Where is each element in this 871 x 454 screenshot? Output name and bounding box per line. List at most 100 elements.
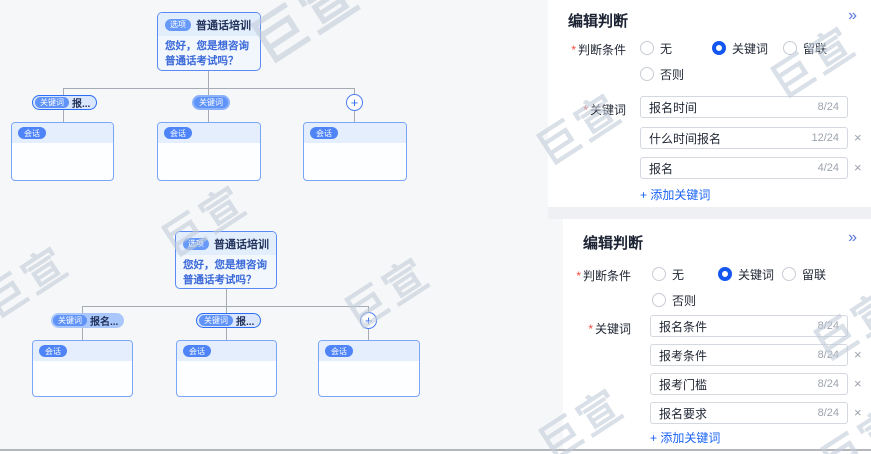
- condition-field-label: *判断条件: [571, 43, 626, 57]
- flow2-root-node[interactable]: 选项 普通话培训 您好，您是想咨询普通话考试吗？: [175, 231, 277, 289]
- keyword-input[interactable]: 报名 4/24: [640, 157, 848, 179]
- flow1-add-branch-button[interactable]: +: [346, 94, 363, 111]
- flow1-branch2-pill[interactable]: 关键词: [192, 95, 230, 110]
- connector: [82, 306, 368, 307]
- panel-gap: [548, 207, 871, 219]
- flow2-session-card[interactable]: 会话: [32, 340, 133, 397]
- card-header: 会话: [319, 341, 419, 361]
- flow2-branch2-pill[interactable]: 关键词 报...: [196, 313, 262, 328]
- card-header: 会话: [33, 341, 132, 361]
- char-counter: 12/24: [811, 132, 839, 144]
- flow1-branch1-pill[interactable]: 关键词 报...: [32, 95, 98, 110]
- char-counter: 8/24: [817, 407, 839, 419]
- radio-option-keyword[interactable]: 关键词: [712, 39, 768, 57]
- keyword-input[interactable]: 报考条件 8/24: [650, 344, 848, 366]
- flow2-session-card[interactable]: 会话: [318, 340, 420, 397]
- radio-circle[interactable]: [652, 293, 666, 307]
- radio-circle[interactable]: [782, 267, 796, 281]
- flow1-root-node[interactable]: 选项 普通话培训 您好，您是想咨询普通话考试吗？: [157, 12, 261, 71]
- option-badge: 选项: [165, 19, 191, 31]
- node-message: 您好，您是想咨询普通话考试吗？: [183, 259, 267, 286]
- add-keyword-link[interactable]: + 添加关键词: [640, 188, 711, 202]
- edit-judgment-panel-1: 编辑判断 » *判断条件 无 关键词 留联 否则 *关键词 报名时间 8/24: [548, 0, 871, 207]
- keyword-value: 报名时间: [649, 100, 698, 115]
- connector: [208, 88, 209, 95]
- node-title: 普通话培训: [214, 239, 269, 251]
- radio-label: 留联: [802, 267, 827, 282]
- radio-circle-checked[interactable]: [712, 41, 726, 55]
- radio-circle[interactable]: [640, 41, 654, 55]
- keyword-badge: 关键词: [53, 315, 87, 326]
- branch-label: 报名...: [90, 317, 119, 328]
- session-badge: 会话: [18, 127, 46, 139]
- remove-keyword-icon[interactable]: ×: [854, 347, 862, 362]
- required-asterisk: *: [583, 103, 588, 117]
- collapse-icon[interactable]: »: [848, 229, 857, 246]
- keyword-input[interactable]: 报考门槛 8/24: [650, 373, 848, 395]
- radio-option-contact[interactable]: 留联: [782, 265, 826, 283]
- radio-label: 无: [672, 267, 685, 282]
- remove-keyword-icon[interactable]: ×: [854, 130, 862, 145]
- remove-keyword-icon[interactable]: ×: [854, 405, 862, 420]
- connector: [368, 329, 369, 340]
- collapse-icon[interactable]: »: [848, 7, 857, 24]
- flow1-session-card[interactable]: 会话: [303, 122, 407, 181]
- keyword-value: 报名: [649, 161, 674, 176]
- radio-label: 否则: [660, 67, 685, 82]
- flow1-session-card[interactable]: 会话: [157, 122, 261, 181]
- radio-label: 关键词: [732, 41, 769, 56]
- keyword-value: 报考条件: [659, 348, 708, 363]
- keyword-badge: 关键词: [199, 315, 233, 326]
- radio-label: 否则: [672, 293, 697, 308]
- connector: [226, 306, 227, 313]
- flow2-add-branch-button[interactable]: +: [360, 312, 377, 329]
- radio-option-contact[interactable]: 留联: [783, 39, 827, 57]
- radio-option-keyword[interactable]: 关键词: [718, 265, 774, 283]
- add-keyword-link[interactable]: + 添加关键词: [650, 431, 721, 445]
- session-badge: 会话: [164, 127, 192, 139]
- char-counter: 8/24: [817, 378, 839, 390]
- connector: [63, 88, 64, 95]
- radio-circle-checked[interactable]: [718, 267, 732, 281]
- edit-judgment-panel-2: 编辑判断 » *判断条件 无 关键词 留联 否则 *关键词 报名条件 8/24: [563, 219, 871, 449]
- keyword-input[interactable]: 报名要求 8/24: [650, 402, 848, 424]
- option-badge: 选项: [183, 238, 209, 250]
- card-header: 会话: [158, 123, 260, 143]
- connector: [368, 306, 369, 312]
- session-badge: 会话: [325, 345, 353, 357]
- char-counter: 8/24: [817, 101, 839, 113]
- session-badge: 会话: [183, 345, 211, 357]
- card-header: 会话: [12, 123, 113, 143]
- keyword-field-label: *关键词: [588, 322, 631, 336]
- connector: [82, 328, 83, 340]
- connector: [82, 306, 83, 313]
- required-asterisk: *: [588, 322, 593, 336]
- radio-option-else[interactable]: 否则: [652, 291, 696, 309]
- connector: [226, 328, 227, 340]
- radio-option-none[interactable]: 无: [652, 265, 684, 283]
- flow1-session-card[interactable]: 会话: [11, 122, 114, 181]
- keyword-input[interactable]: 报名条件 8/24: [650, 315, 848, 337]
- radio-circle[interactable]: [652, 267, 666, 281]
- remove-keyword-icon[interactable]: ×: [854, 376, 862, 391]
- radio-option-else[interactable]: 否则: [640, 65, 684, 83]
- connector: [63, 110, 64, 122]
- remove-keyword-icon[interactable]: ×: [854, 160, 862, 175]
- connector: [354, 88, 355, 94]
- flow2-branch1-pill[interactable]: 关键词 报名...: [51, 313, 125, 328]
- keyword-input[interactable]: 报名时间 8/24: [640, 96, 848, 118]
- node-message: 您好，您是想咨询普通话考试吗？: [165, 40, 249, 67]
- panel-title: 编辑判断: [568, 13, 629, 30]
- panel-title: 编辑判断: [583, 235, 644, 252]
- session-badge: 会话: [310, 127, 338, 139]
- radio-circle[interactable]: [640, 67, 654, 81]
- flow2-session-card[interactable]: 会话: [176, 340, 277, 397]
- keyword-input[interactable]: 什么时间报名 12/24: [640, 127, 848, 149]
- branch-label: 报...: [72, 99, 91, 110]
- radio-circle[interactable]: [783, 41, 797, 55]
- radio-option-none[interactable]: 无: [640, 39, 672, 57]
- keyword-field-label: *关键词: [583, 103, 626, 117]
- char-counter: 4/24: [817, 162, 839, 174]
- node-title: 普通话培训: [196, 20, 251, 32]
